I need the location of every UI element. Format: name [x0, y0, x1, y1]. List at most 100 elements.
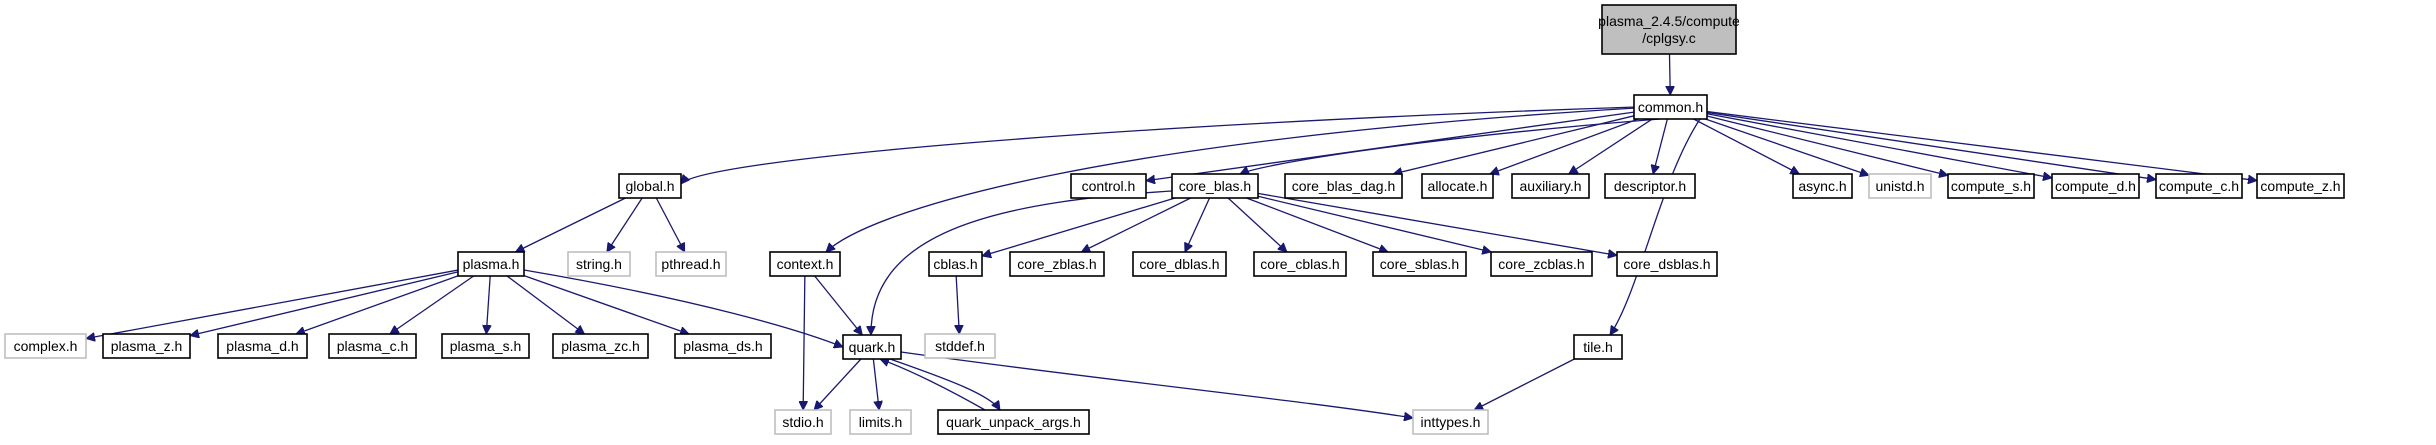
node-box — [1947, 173, 2035, 199]
node-string-h[interactable]: string.h — [567, 251, 631, 277]
node-label: stddef.h — [935, 338, 985, 354]
node-box — [1633, 94, 1708, 120]
node-core-blas-h[interactable]: core_blas.h — [1171, 173, 1259, 199]
edge-quark-unpack-args-h-to-quark-h — [880, 359, 986, 411]
node-auxiliary-h[interactable]: auxiliary.h — [1511, 173, 1590, 199]
node-async-h[interactable]: async.h — [1792, 173, 1853, 199]
edge-plasma-h-to-complex-h — [86, 269, 459, 338]
node-plasma-ds-h[interactable]: plasma_ds.h — [674, 333, 772, 359]
node-box — [567, 251, 631, 277]
edge-plasma-h-to-quark-h — [523, 269, 843, 347]
node-label: compute_c.h — [2159, 178, 2239, 194]
node-stddef-h[interactable]: stddef.h — [924, 333, 996, 359]
node-allocate-h[interactable]: allocate.h — [1421, 173, 1494, 199]
edge-core-blas-h-to-cblas-h — [982, 197, 1176, 256]
edge-plasma-h-to-plasma-z-h — [190, 271, 459, 336]
node-compute-d-h[interactable]: compute_d.h — [2051, 173, 2140, 199]
node-quark-h[interactable]: quark.h — [842, 334, 902, 360]
node-inttypes-h[interactable]: inttypes.h — [1412, 409, 1489, 435]
node-box — [1284, 173, 1403, 199]
node-quark-unpack-args-h[interactable]: quark_unpack_args.h — [937, 409, 1090, 435]
node-label: string.h — [576, 256, 622, 272]
node-core-cblas-h[interactable]: core_cblas.h — [1253, 251, 1347, 277]
node-plasma-c-h[interactable]: plasma_c.h — [328, 333, 417, 359]
node-core-dsblas-h[interactable]: core_dsblas.h — [1616, 251, 1718, 277]
node-box — [1132, 251, 1227, 277]
edge-common-h-to-core-blas-dag-h — [1393, 115, 1635, 174]
node-box — [842, 334, 902, 360]
node-box — [1009, 251, 1105, 277]
node-compute-z-h[interactable]: compute_z.h — [2256, 173, 2345, 199]
edge-context-h-to-stdio-h — [803, 275, 805, 410]
node-label: core_zcblas.h — [1498, 256, 1584, 272]
node-label: quark_unpack_args.h — [946, 414, 1081, 430]
node-box — [2051, 173, 2140, 199]
node-root[interactable]: plasma_2.4.5/compute/cplgsy.c — [1598, 4, 1740, 55]
node-core-dblas-h[interactable]: core_dblas.h — [1132, 251, 1227, 277]
edge-plasma-h-to-plasma-zc-h — [506, 275, 584, 334]
edge-tile-h-to-inttypes-h — [1474, 358, 1575, 411]
edge-core-blas-h-to-core-sblas-h — [1246, 197, 1388, 252]
node-plasma-z-h[interactable]: plasma_z.h — [102, 333, 191, 359]
node-box — [102, 333, 191, 359]
node-control-h[interactable]: control.h — [1070, 173, 1147, 199]
node-compute-s-h[interactable]: compute_s.h — [1947, 173, 2035, 199]
node-cblas-h[interactable]: cblas.h — [928, 251, 983, 277]
edge-common-h-to-context-h — [826, 107, 1637, 252]
node-label: tile.h — [1583, 339, 1613, 355]
node-box — [618, 173, 682, 199]
node-label: compute_z.h — [2260, 178, 2340, 194]
edge-quark-h-to-limits-h — [872, 358, 879, 410]
node-core-blas-dag-h[interactable]: core_blas_dag.h — [1284, 173, 1403, 199]
edge-common-h-to-allocate-h — [1490, 118, 1639, 174]
node-core-zcblas-h[interactable]: core_zcblas.h — [1490, 251, 1593, 277]
edge-plasma-h-to-plasma-s-h — [486, 275, 490, 334]
node-box — [849, 409, 912, 435]
node-box — [1601, 4, 1737, 55]
node-plasma-h[interactable]: plasma.h — [457, 251, 525, 277]
node-pthread-h[interactable]: pthread.h — [655, 251, 727, 277]
node-box — [1573, 334, 1623, 360]
node-plasma-d-h[interactable]: plasma_d.h — [217, 333, 308, 359]
node-box — [1171, 173, 1259, 199]
node-descriptor-h[interactable]: descriptor.h — [1604, 173, 1696, 199]
node-context-h[interactable]: context.h — [769, 251, 841, 277]
node-global-h[interactable]: global.h — [618, 173, 682, 199]
node-label: plasma.h — [463, 256, 520, 272]
edge-core-blas-h-to-core-dsblas-h — [1257, 192, 1617, 255]
node-tile-h[interactable]: tile.h — [1573, 334, 1623, 360]
node-core-zblas-h[interactable]: core_zblas.h — [1009, 251, 1105, 277]
node-box — [1792, 173, 1853, 199]
node-box — [674, 333, 772, 359]
edge-common-h-to-compute-d-h — [1706, 113, 2052, 178]
node-box — [217, 333, 308, 359]
node-label: compute_d.h — [2055, 178, 2136, 194]
node-core-sblas-h[interactable]: core_sblas.h — [1372, 251, 1467, 277]
node-label: quark.h — [849, 339, 896, 355]
edge-plasma-h-to-plasma-c-h — [390, 275, 475, 334]
node-plasma-zc-h[interactable]: plasma_zc.h — [552, 333, 649, 359]
edge-common-h-to-descriptor-h — [1653, 118, 1669, 174]
node-label: context.h — [777, 256, 834, 272]
node-compute-c-h[interactable]: compute_c.h — [2155, 173, 2243, 199]
edge-common-h-to-global-h — [681, 106, 1637, 184]
node-label: plasma_c.h — [337, 338, 409, 354]
node-stdio-h[interactable]: stdio.h — [774, 409, 832, 435]
edge-common-h-to-tile-h — [1610, 118, 1701, 335]
node-complex-h[interactable]: complex.h — [4, 333, 87, 359]
node-unistd-h[interactable]: unistd.h — [1868, 173, 1932, 199]
edge-core-blas-h-to-core-cblas-h — [1227, 197, 1287, 252]
node-common-h[interactable]: common.h — [1633, 94, 1708, 120]
node-label: complex.h — [14, 338, 78, 354]
edge-core-blas-h-to-core-dblas-h — [1185, 197, 1211, 252]
edge-global-h-to-pthread-h — [655, 197, 686, 252]
node-label: global.h — [625, 178, 674, 194]
node-plasma-s-h[interactable]: plasma_s.h — [441, 333, 530, 359]
node-label: plasma_ds.h — [683, 338, 762, 354]
edge-common-h-to-compute-c-h — [1706, 111, 2156, 179]
edge-plasma-h-to-plasma-d-h — [296, 275, 459, 334]
node-limits-h[interactable]: limits.h — [849, 409, 912, 435]
edge-core-blas-h-to-core-zblas-h — [1081, 197, 1191, 253]
node-box — [1490, 251, 1593, 277]
node-label: plasma_d.h — [226, 338, 298, 354]
